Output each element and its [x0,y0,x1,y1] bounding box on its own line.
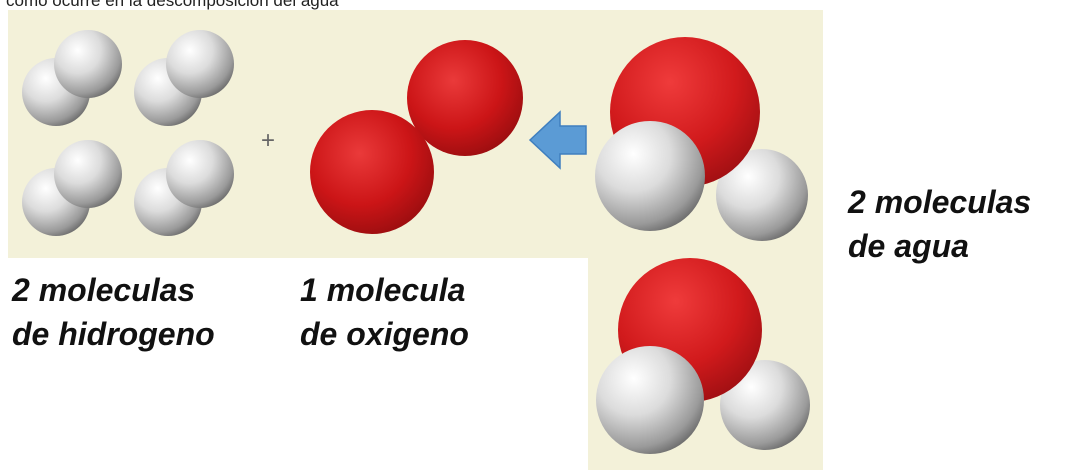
hydrogen-molecule [134,140,234,236]
hydrogen-molecule [134,30,234,126]
hydrogen-label: 2 moleculas de hidrogeno [12,272,215,352]
water-molecule [596,258,810,454]
oxygen-label: 1 molecula de oxigeno [300,272,469,352]
water-label: 2 moleculas de agua [848,184,1032,264]
hydrogen-molecule [22,140,122,236]
arrow-left-icon [528,110,587,170]
caption-top: como ocurre en la descomposición del agu… [6,0,339,10]
water-molecule [595,37,808,241]
oxygen-molecule [310,40,523,234]
hydrogen-molecule [22,30,122,126]
plus-sign: + [261,127,275,154]
